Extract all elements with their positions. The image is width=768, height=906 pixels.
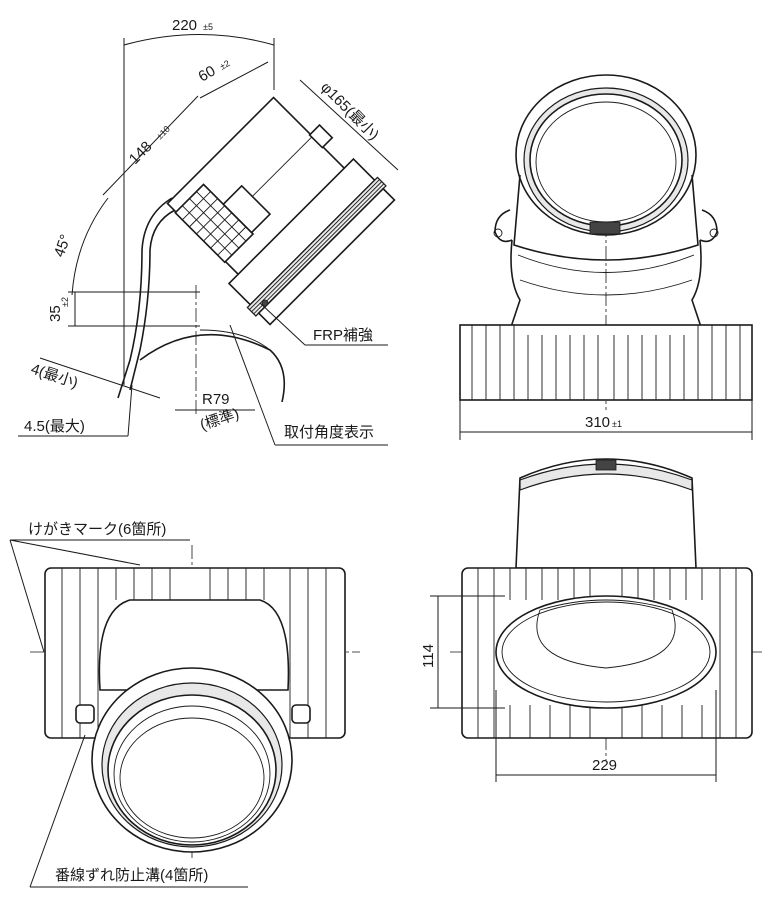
dim-229-label: 229 xyxy=(592,757,617,774)
dim-4-5-label: 4.5(最大) xyxy=(24,418,85,435)
corrugation-front xyxy=(471,325,741,400)
dim-220-label: 220 xyxy=(172,17,197,34)
dim-35-tol: ±2 xyxy=(60,297,70,307)
dim-r79-label: R79 xyxy=(202,391,230,408)
dim-148-label: 148 xyxy=(126,138,156,168)
label-marks: けがきマーク(6箇所) xyxy=(28,521,166,538)
dim-310-label: 310 xyxy=(585,414,610,431)
dim-35-label: 35 xyxy=(47,305,64,322)
top-view: けがきマーク(6箇所) 番線ずれ防止溝(4箇所) xyxy=(9,521,360,888)
dim-220-tol: ±5 xyxy=(203,22,213,32)
dim-4-label: 4(最小) xyxy=(29,361,80,392)
dim-310-tol: ±1 xyxy=(612,419,622,429)
label-grooves: 番線ずれ防止溝(4箇所) xyxy=(55,867,208,884)
dim-60-label: 60 xyxy=(196,62,219,85)
dim-angle-label: 45° xyxy=(51,232,75,259)
bottom-view: 114 229 xyxy=(420,458,762,782)
dim-60-tol: ±2 xyxy=(218,58,232,72)
front-view: 310 ±1 xyxy=(459,74,753,440)
corrugation-bottom xyxy=(477,568,737,738)
dim-114-label: 114 xyxy=(420,644,437,668)
label-angle-mark: 取付角度表示 xyxy=(284,424,374,441)
label-frp: FRP補強 xyxy=(313,327,373,344)
side-view: 220 ±5 60 ±2 148 ±10 φ165(最小) 45° 35 ±2 xyxy=(18,17,399,446)
